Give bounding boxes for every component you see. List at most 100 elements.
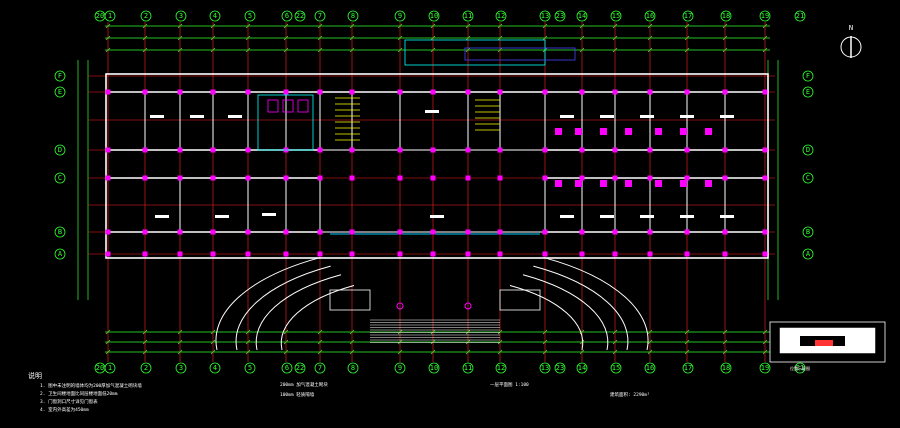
toilet-block xyxy=(257,94,314,151)
room-label-mark xyxy=(720,215,734,218)
axis-bubble-side xyxy=(802,226,814,238)
structural-column xyxy=(647,229,653,235)
outer-wall xyxy=(105,73,769,259)
structural-column xyxy=(579,251,585,257)
structural-column xyxy=(177,251,183,257)
entrance-block xyxy=(499,289,541,311)
axis-bubble-top xyxy=(495,10,507,22)
structural-column xyxy=(612,175,618,181)
column-detail xyxy=(680,180,687,187)
structural-column xyxy=(397,89,403,95)
room-label-marks xyxy=(150,110,734,218)
toilet-stall xyxy=(267,99,279,113)
axis-label-top: 8 xyxy=(351,12,355,20)
axis-label-top: 11 xyxy=(464,12,472,20)
structural-column xyxy=(349,175,355,181)
axis-bubble-top xyxy=(576,10,588,22)
axis-label-top: 10 xyxy=(430,12,438,20)
column-detail xyxy=(555,128,562,135)
axis-bubble-side xyxy=(802,86,814,98)
axis-label-top: 17 xyxy=(684,12,692,20)
structural-column xyxy=(430,175,436,181)
pillar xyxy=(396,302,404,310)
axis-bubble-bottom xyxy=(314,362,326,374)
structural-column xyxy=(762,229,768,235)
axis-label-top: 13 xyxy=(541,12,549,20)
axis-label-side: E xyxy=(806,88,810,96)
room-label-mark xyxy=(640,215,654,218)
structural-column xyxy=(684,175,690,181)
structural-column xyxy=(210,229,216,235)
axis-label-top: 23 xyxy=(556,12,564,20)
structural-column xyxy=(722,175,728,181)
structural-column xyxy=(430,229,436,235)
axis-bubble-bottom xyxy=(281,362,293,374)
axis-label-top: 18 xyxy=(722,12,730,20)
axis-label-bottom: 22 xyxy=(296,364,304,372)
arc-left xyxy=(280,285,355,351)
axis-bubble-bottom xyxy=(759,362,771,374)
columns xyxy=(105,89,768,257)
axis-label-bottom: 4 xyxy=(213,364,217,372)
axis-label-side: C xyxy=(806,174,810,182)
axis-label-side: F xyxy=(58,72,62,80)
axis-bubble-bottom xyxy=(576,362,588,374)
structural-column xyxy=(612,89,618,95)
axis-label-side: E xyxy=(58,88,62,96)
structural-column xyxy=(579,229,585,235)
room-label-mark xyxy=(228,115,242,118)
axis-label-side: A xyxy=(806,250,811,258)
axis-bubble-top xyxy=(759,10,771,22)
key-plan xyxy=(769,321,886,363)
structural-column xyxy=(762,89,768,95)
structural-column xyxy=(722,229,728,235)
room-label-mark xyxy=(600,215,614,218)
structural-column xyxy=(283,229,289,235)
room-label-mark xyxy=(560,115,574,118)
axis-label-top: 14 xyxy=(578,12,586,20)
structural-column xyxy=(210,147,216,153)
toilet-stall xyxy=(282,99,294,113)
key-plan-highlight xyxy=(815,340,833,346)
structural-column xyxy=(465,175,471,181)
axis-bubble-side xyxy=(54,226,66,238)
axis-label-top: 3 xyxy=(179,12,183,20)
ramp-outline xyxy=(464,47,576,61)
axis-bubble-top xyxy=(644,10,656,22)
structural-column xyxy=(762,175,768,181)
axis-bubble-top xyxy=(294,10,306,22)
column-detail xyxy=(575,180,582,187)
axis-label-bottom: 13 xyxy=(541,364,549,372)
axis-bubble-top xyxy=(610,10,622,22)
structural-column xyxy=(542,229,548,235)
axis-bubble-bottom xyxy=(244,362,256,374)
axis-bubble-side xyxy=(54,172,66,184)
structural-column xyxy=(579,89,585,95)
axis-bubble-top xyxy=(209,10,221,22)
structural-column xyxy=(762,147,768,153)
structural-column xyxy=(647,175,653,181)
axis-label-top: 16 xyxy=(646,12,654,20)
structural-column xyxy=(245,89,251,95)
axis-label-bottom: 14 xyxy=(578,364,586,372)
axis-label-side: D xyxy=(806,146,810,154)
axis-bubble-bottom xyxy=(209,362,221,374)
structural-column xyxy=(465,147,471,153)
structural-column xyxy=(612,147,618,153)
structural-column xyxy=(349,147,355,153)
structural-column xyxy=(283,251,289,257)
structural-column xyxy=(647,251,653,257)
axis-label-top: 6 xyxy=(285,12,289,20)
structural-column xyxy=(317,89,323,95)
axis-bubble-bottom xyxy=(610,362,622,374)
axis-bubble-bottom xyxy=(794,362,806,374)
axis-bubble-top xyxy=(244,10,256,22)
structural-column xyxy=(283,89,289,95)
structural-column xyxy=(397,175,403,181)
column-detail xyxy=(655,180,662,187)
axis-label-bottom: 3 xyxy=(179,364,183,372)
structural-column xyxy=(349,251,355,257)
